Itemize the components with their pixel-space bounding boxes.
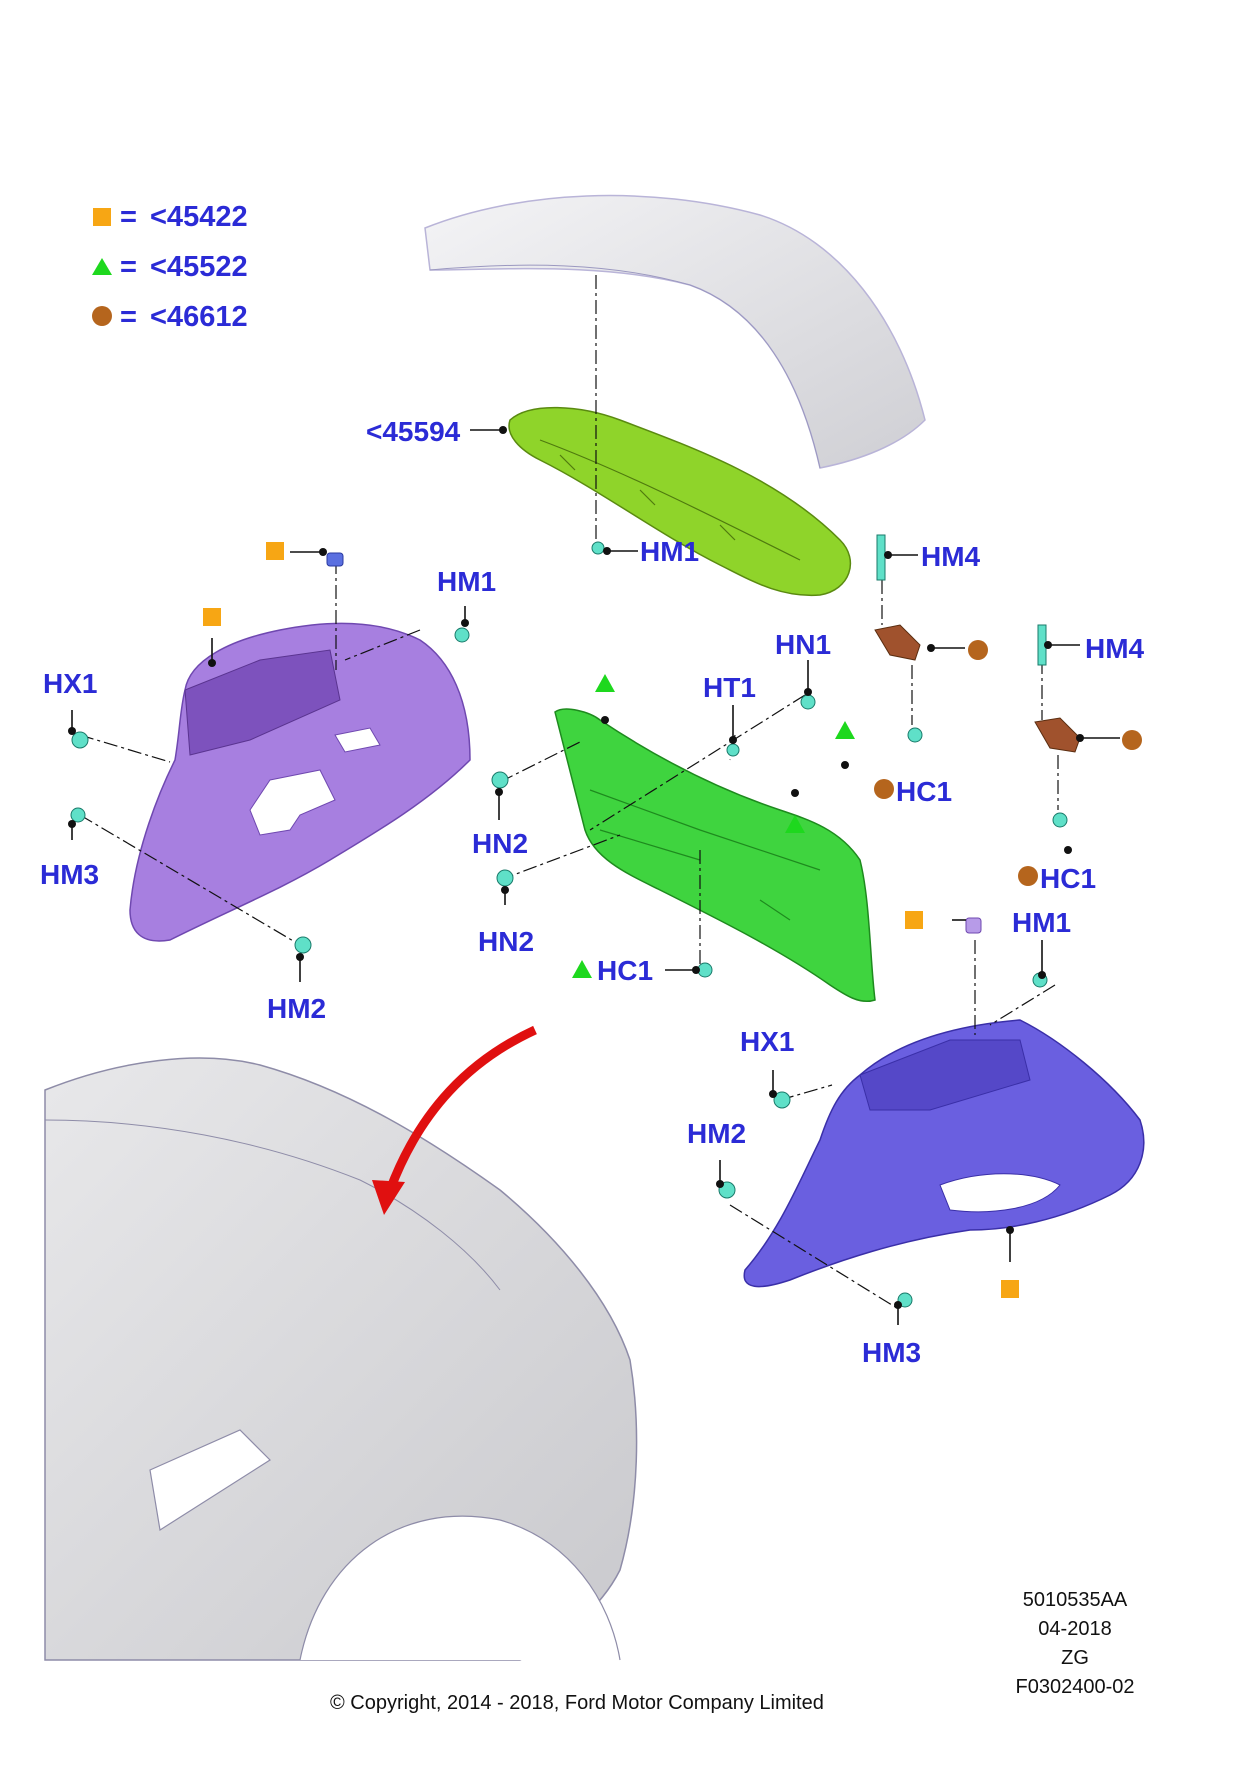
circle-marker-hc1-a [874, 779, 894, 799]
triangle-marker-center-mid [785, 815, 805, 833]
clip-hm1-top [591, 541, 605, 555]
label-ht1: HT1 [703, 672, 756, 703]
clip-hc1-center [697, 962, 713, 978]
clip-hm4-a [876, 534, 886, 581]
right-trim-panel-top [859, 1039, 1031, 1111]
clip-hm3-left [70, 807, 86, 823]
clip-hc1-a [907, 727, 923, 743]
vehicle-body-deck [44, 1119, 501, 1291]
pin-right-purple [965, 917, 982, 934]
triangle-marker-center-top [595, 674, 615, 692]
triangle-marker-center-right [835, 721, 855, 739]
label-hm1-top: HM1 [640, 536, 699, 567]
legend-square-symbol [93, 208, 111, 226]
left-trim-panel-cutout [249, 769, 336, 836]
center-trim-panel [554, 708, 876, 1002]
clip-hm1-left [454, 627, 470, 643]
label-hm2-left: HM2 [267, 993, 326, 1024]
circle-marker-bracket-b [1122, 730, 1142, 750]
bracket-lower [1034, 717, 1081, 753]
square-marker-right-top [905, 911, 923, 929]
clip-ht1 [726, 743, 740, 757]
label-hm3-left: HM3 [40, 859, 99, 890]
legend: = <45422 = <45522 = <46612 [92, 201, 248, 333]
alignment-lines [79, 275, 1059, 1311]
clip-hn1 [800, 694, 816, 710]
left-trim-panel-top [184, 649, 341, 756]
label-hm4-b: HM4 [1085, 633, 1145, 664]
part-labels: <45594 HM1 HM4 HM4 HM1 HX1 HM3 HM2 HN1 H… [40, 416, 1145, 1368]
drawing-zg: ZG [1061, 1647, 1089, 1669]
label-hm1-left: HM1 [437, 566, 496, 597]
legend-text-1: <45422 [150, 201, 248, 233]
label-hx1-left: HX1 [43, 668, 97, 699]
label-hn1: HN1 [775, 629, 831, 660]
right-trim-panel [743, 1019, 1145, 1288]
fasteners [70, 534, 1068, 1308]
square-marker-left-top [266, 542, 284, 560]
label-hc1-a: HC1 [896, 776, 952, 807]
label-hx1-right: HX1 [740, 1026, 794, 1057]
clip-hc1-b [1052, 812, 1068, 828]
location-arrow-head [372, 1180, 405, 1215]
bracket-upper [874, 624, 921, 661]
label-hn2-a: HN2 [472, 828, 528, 859]
triangle-marker-hc1 [572, 960, 592, 978]
clip-hn2-b [496, 869, 514, 887]
legend-text-2: <45522 [150, 251, 248, 283]
drawing-date: 04-2018 [1038, 1618, 1112, 1640]
clip-hn2-a [491, 771, 509, 789]
legend-eq-3: = [120, 301, 137, 333]
label-hm3-right: HM3 [862, 1337, 921, 1368]
location-arrow [385, 1025, 537, 1192]
legend-text-3: <46612 [150, 301, 248, 333]
clip-hm2-left [294, 936, 312, 954]
legend-eq-2: = [120, 251, 137, 283]
label-hn2-b: HN2 [478, 926, 534, 957]
legend-triangle-symbol [92, 258, 112, 275]
label-45594: <45594 [366, 416, 461, 447]
pin-left-blue [326, 552, 344, 567]
square-marker-left [203, 608, 221, 626]
spoiler-reinforcement-45594 [508, 406, 851, 597]
diagram-markers [203, 542, 1142, 1298]
leader-dots [68, 426, 1084, 1309]
label-hc1-b: HC1 [1040, 863, 1096, 894]
center-trim-panel-ribs [589, 789, 821, 921]
copyright-notice: © Copyright, 2014 - 2018, Ford Motor Com… [330, 1692, 824, 1714]
vehicle-rear-window [149, 1429, 271, 1531]
legend-circle-symbol [92, 306, 112, 326]
left-trim-panel-slot [334, 727, 381, 753]
drawing-reference: F0302400-02 [1015, 1676, 1135, 1698]
circle-marker-bracket-a [968, 640, 988, 660]
legend-eq-1: = [120, 201, 137, 233]
rear-spoiler-edge [429, 264, 821, 469]
label-hm1-right: HM1 [1012, 907, 1071, 938]
rear-spoiler [424, 194, 926, 469]
label-hc1-center: HC1 [597, 955, 653, 986]
label-hm4-a: HM4 [921, 541, 981, 572]
circle-marker-hc1-b [1018, 866, 1038, 886]
clip-hx1-left [71, 731, 89, 749]
right-trim-panel-cutout [939, 1173, 1061, 1213]
label-hm2-right: HM2 [687, 1118, 746, 1149]
vehicle-wheel-arch [299, 1515, 621, 1661]
clip-hx1-right [773, 1091, 791, 1109]
drawing-code: 5010535AA [1022, 1589, 1128, 1611]
pins [326, 552, 982, 934]
spoiler-reinforcement-ribs [539, 439, 801, 561]
square-marker-right-bottom [1001, 1280, 1019, 1298]
